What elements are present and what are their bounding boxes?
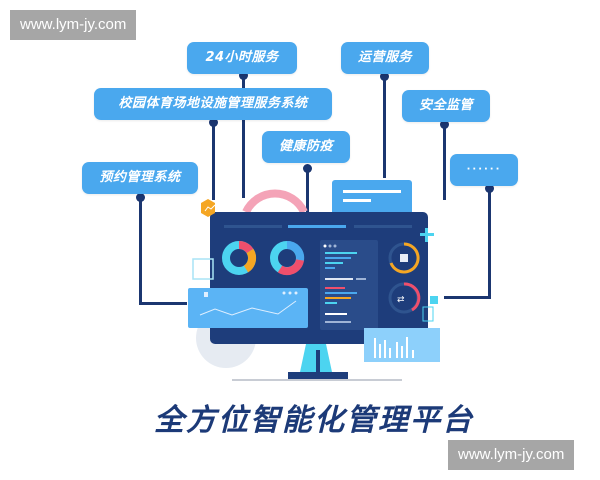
tag-campus-sports-system: 校园体育场地设施管理服务系统 xyxy=(94,88,332,120)
watermark-bottom: www.lym-jy.com xyxy=(448,440,575,470)
watermark-top: www.lym-jy.com xyxy=(10,10,137,40)
connector-dot-campus xyxy=(209,118,218,127)
tag-booking-system: 预约管理系统 xyxy=(82,162,198,194)
tag-operations-service: 运营服务 xyxy=(341,42,429,74)
connector-booking-v xyxy=(139,198,142,304)
connector-dot-booking xyxy=(136,193,145,202)
connector-booking-h xyxy=(139,302,187,305)
connector-24h xyxy=(242,74,245,198)
connector-dot-operations xyxy=(380,72,389,81)
platform-title: 全方位智能化管理平台 xyxy=(154,403,474,438)
connector-more-h xyxy=(444,296,491,299)
connector-dot-health xyxy=(303,164,312,173)
connector-dot-24h xyxy=(239,71,248,80)
connector-operations xyxy=(383,76,386,178)
tag-24h-service: 24小时服务 xyxy=(187,42,297,74)
tag-security-supervision: 安全监管 xyxy=(402,90,490,122)
connector-dot-security xyxy=(440,120,449,129)
tag-health-epidemic: 健康防疫 xyxy=(262,131,350,163)
connector-campus xyxy=(212,122,215,200)
svg-text:⇄: ⇄ xyxy=(397,295,405,305)
connector-more-v xyxy=(488,188,491,298)
tag-more: ······ xyxy=(450,154,518,186)
connector-dot-more xyxy=(485,184,494,193)
connector-health xyxy=(306,168,309,212)
connector-security xyxy=(443,124,446,200)
